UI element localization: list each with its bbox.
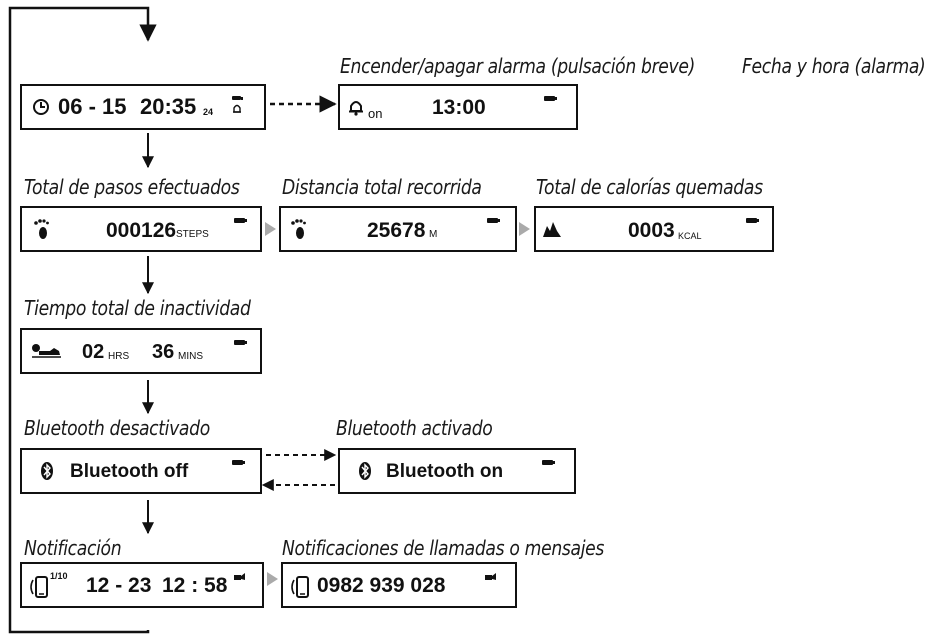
label-notification: Notificación (24, 536, 122, 560)
screen-distance: 25678 M (279, 206, 517, 252)
battery-icon (232, 460, 245, 465)
bluetooth-icon (359, 462, 371, 480)
footprint-icon (34, 219, 49, 239)
label-bt-on: Bluetooth activado (336, 416, 493, 440)
battery-icon (232, 96, 243, 100)
loop-arrow (8, 6, 157, 634)
screen-caller: 0982 939 028 (281, 562, 517, 608)
battery-icon (234, 218, 247, 223)
message-icon (485, 573, 496, 580)
screen-steps: 000126 STEPS (20, 206, 262, 252)
bell-icon (349, 101, 363, 116)
label-bt-off: Bluetooth desactivado (24, 416, 210, 440)
steps-unit: STEPS (176, 229, 209, 240)
notification-time: 12 : 58 (162, 574, 228, 597)
distance-unit: M (429, 229, 438, 240)
screen-alarm: on 13:00 (338, 84, 578, 130)
inactivity-hours: 02 (82, 341, 105, 363)
label-steps-total: Total de pasos efectuados (24, 175, 240, 199)
flame-icon (543, 222, 561, 237)
sleep-icon (32, 344, 61, 358)
battery-icon (487, 218, 500, 223)
bt-off-text: Bluetooth off (70, 461, 189, 482)
inactivity-hours-unit: HRS (108, 351, 130, 362)
label-call-messages: Notificaciones de llamadas o mensajes (282, 536, 604, 560)
label-calories-total: Total de calorías quemadas (536, 175, 763, 199)
clock-icon (33, 99, 49, 115)
caller-number: 0982 939 028 (317, 574, 446, 597)
calories-value: 0003 (628, 219, 675, 242)
alarm-icon (233, 104, 241, 113)
clock-seconds: 24 (203, 107, 214, 117)
notification-date: 12 - 23 (86, 574, 152, 597)
label-distance-total: Distancia total recorrida (282, 175, 482, 199)
calories-unit: KCAL (678, 231, 702, 241)
inactivity-minutes-unit: MINS (178, 351, 203, 362)
screen-calories: 0003 KCAL (534, 206, 774, 252)
battery-icon (544, 96, 557, 101)
battery-icon (542, 460, 555, 465)
screen-bt-off: Bluetooth off (20, 448, 262, 494)
bluetooth-icon (41, 462, 53, 480)
footprint-icon (291, 219, 306, 239)
alarm-state: on (368, 106, 383, 121)
clock-time: 20:35 (140, 94, 197, 119)
screen-bt-on: Bluetooth on (338, 448, 576, 494)
label-alarm-toggle: Encender/apagar alarma (pulsación breve) (340, 54, 695, 78)
battery-icon (234, 340, 247, 345)
label-alarm-datetime: Fecha y hora (alarma) (742, 54, 926, 78)
screen-notification: 1/10 12 - 23 12 : 58 (20, 562, 264, 608)
clock-date: 06 - 15 (58, 94, 127, 119)
distance-value: 25678 (367, 219, 426, 242)
message-icon (234, 573, 245, 580)
steps-value: 000126 (106, 219, 177, 242)
screen-inactivity: 02 HRS 36 MINS (20, 328, 262, 374)
phone-icon (291, 576, 309, 598)
notification-count: 1/10 (50, 571, 68, 581)
alarm-time: 13:00 (432, 96, 486, 119)
phone-icon (30, 576, 48, 598)
battery-icon (746, 218, 759, 223)
screen-clock: 06 - 15 20:35 24 (20, 84, 266, 130)
label-inactivity-total: Tiempo total de inactividad (24, 296, 251, 320)
bt-on-text: Bluetooth on (386, 461, 504, 482)
inactivity-minutes: 36 (152, 341, 175, 363)
